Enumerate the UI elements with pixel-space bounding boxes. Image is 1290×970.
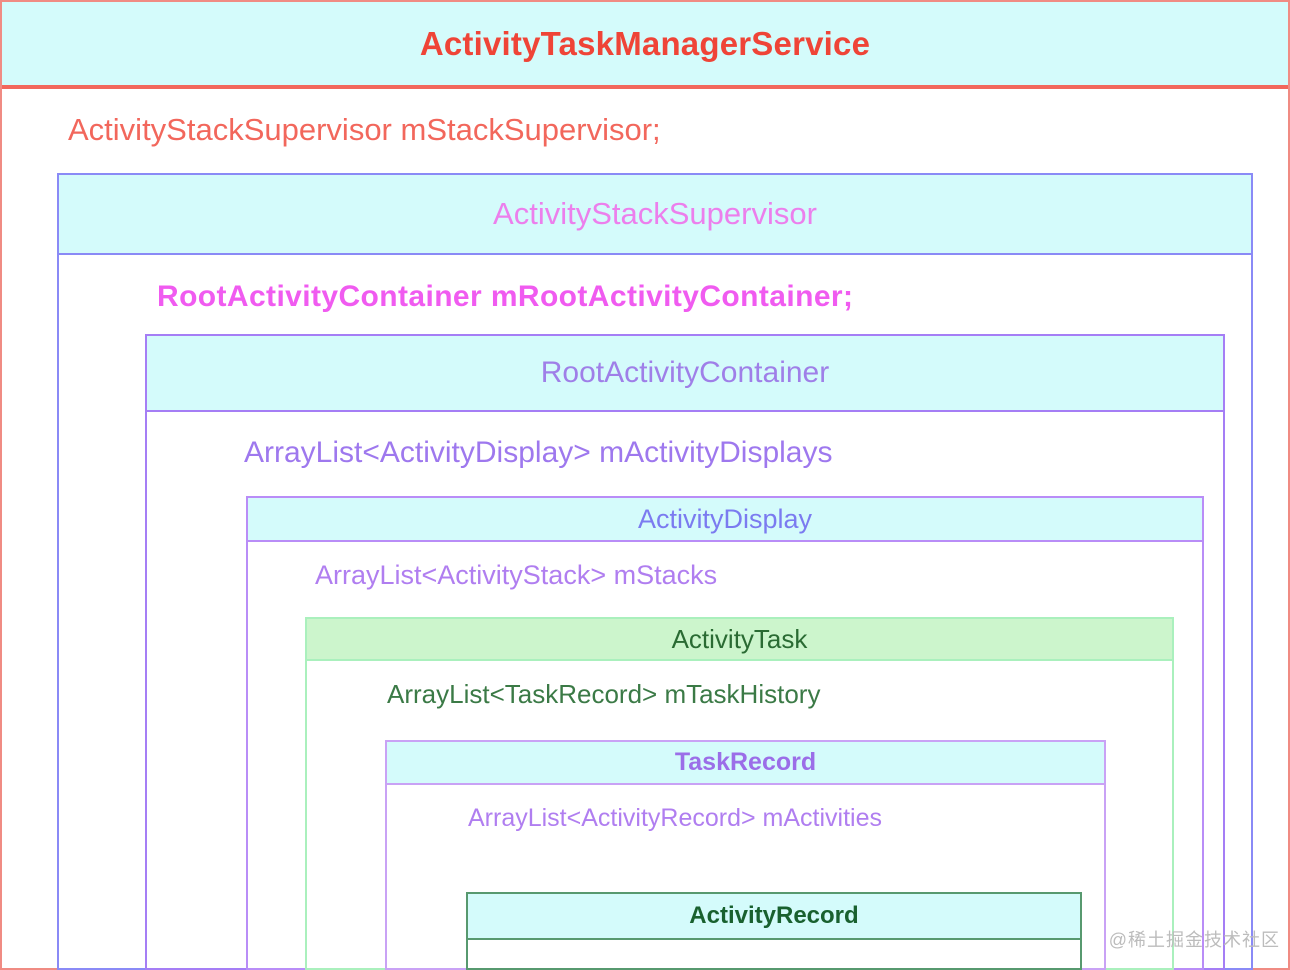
class-title-activity-stack-supervisor: ActivityStackSupervisor <box>493 196 817 231</box>
class-header-activity-stack-supervisor: ActivityStackSupervisor <box>59 175 1251 255</box>
class-header-task-record: TaskRecord <box>387 742 1104 785</box>
class-header-root-activity-container: RootActivityContainer <box>147 336 1223 412</box>
class-title-root-activity-container: RootActivityContainer <box>540 356 830 389</box>
field-label-mrootactivitycontainer: RootActivityContainer mRootActivityConta… <box>157 280 854 313</box>
class-title-activity-task: ActivityTask <box>671 623 808 654</box>
class-header-activity-task-manager-service: ActivityTaskManagerService <box>2 2 1288 89</box>
class-title-activity-display: ActivityDisplay <box>637 503 813 534</box>
class-header-activity-record: ActivityRecord <box>468 894 1080 940</box>
class-title-activity-record: ActivityRecord <box>689 902 859 929</box>
field-label-mtaskhistory: ArrayList<TaskRecord> mTaskHistory <box>387 679 821 709</box>
class-header-activity-display: ActivityDisplay <box>248 498 1202 542</box>
class-title-task-record: TaskRecord <box>674 748 817 776</box>
class-box-activity-record: ActivityRecord <box>466 892 1082 970</box>
field-label-mstacksupervisor: ActivityStackSupervisor mStackSupervisor… <box>68 112 661 147</box>
field-label-mstacks: ArrayList<ActivityStack> mStacks <box>315 560 718 590</box>
field-label-mactivitydisplays: ArrayList<ActivityDisplay> mActivityDisp… <box>244 436 833 469</box>
class-title-activity-task-manager-service: ActivityTaskManagerService <box>419 24 871 62</box>
field-label-mactivities: ArrayList<ActivityRecord> mActivities <box>468 804 883 832</box>
class-header-activity-task: ActivityTask <box>307 619 1172 661</box>
